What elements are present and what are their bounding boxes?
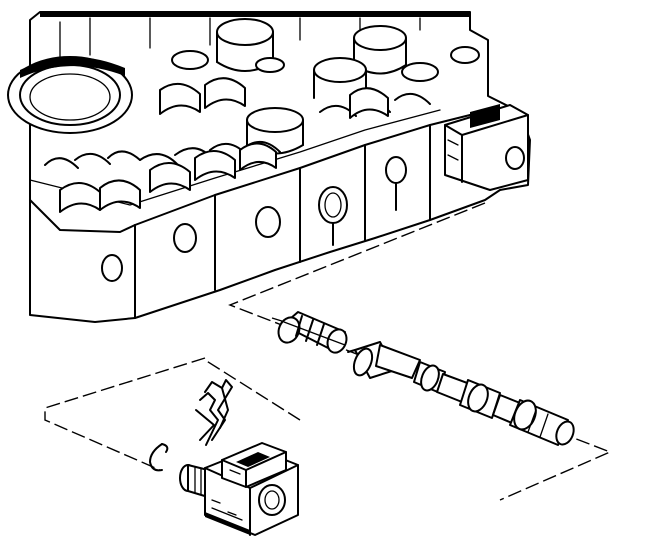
boss-group	[171, 18, 480, 155]
valve-spools-in-body	[44, 77, 431, 213]
valve-body	[7, 11, 531, 323]
o-ring	[149, 443, 169, 472]
solenoid	[179, 442, 299, 536]
seal-ring	[7, 56, 133, 134]
retainer-clip	[195, 379, 233, 446]
body-connector	[444, 104, 529, 191]
shift-valve-bore	[101, 156, 407, 282]
valve-spool	[347, 341, 575, 446]
sleeve	[277, 311, 348, 354]
